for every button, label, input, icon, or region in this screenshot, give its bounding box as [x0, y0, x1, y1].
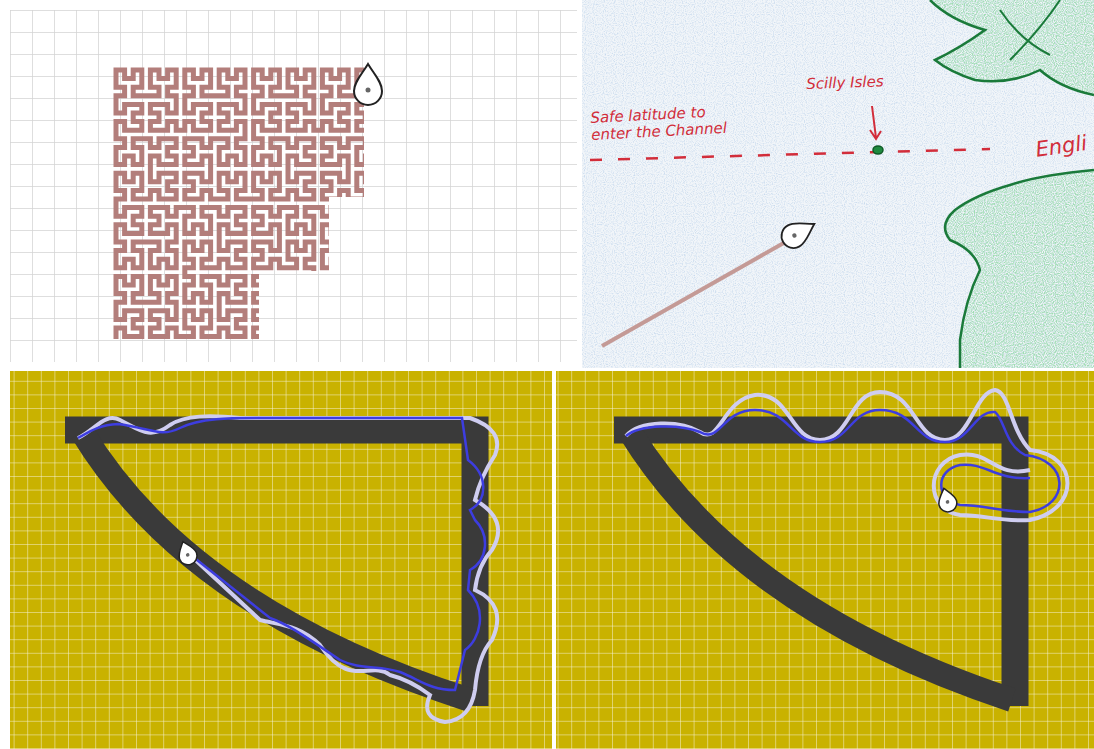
leader-arrow	[870, 106, 881, 139]
grid-lines	[10, 371, 552, 749]
path-trace	[78, 416, 498, 722]
latitude-line	[590, 149, 990, 160]
map-annotation: Scilly Isles	[806, 73, 884, 93]
path-trace	[78, 418, 485, 690]
sea-texture	[582, 0, 1094, 368]
coastline	[1000, 0, 1060, 60]
grid-lines	[10, 10, 577, 362]
position-marker	[777, 214, 820, 253]
path-trace	[626, 390, 1068, 520]
land-texture	[900, 0, 1094, 110]
grid-panel	[10, 371, 552, 749]
sea	[582, 0, 1094, 368]
grid-lines	[556, 371, 1094, 749]
position-marker	[174, 539, 199, 568]
track-line	[602, 236, 796, 346]
grid-panel	[556, 371, 1094, 749]
grid-panel	[10, 10, 577, 362]
hilbert-curve	[116, 70, 383, 337]
track-shape	[614, 430, 1015, 706]
track-shape	[65, 430, 475, 706]
position-marker	[354, 64, 382, 105]
path-trace	[626, 410, 1059, 512]
land-texture	[930, 160, 1094, 368]
coastline	[945, 170, 1094, 368]
island	[873, 146, 883, 154]
position-marker	[935, 486, 959, 514]
map-annotation: Safe latitude to enter the Channel	[590, 102, 752, 145]
coastline	[930, 0, 1094, 95]
map-annotation: Engli	[1034, 131, 1088, 162]
